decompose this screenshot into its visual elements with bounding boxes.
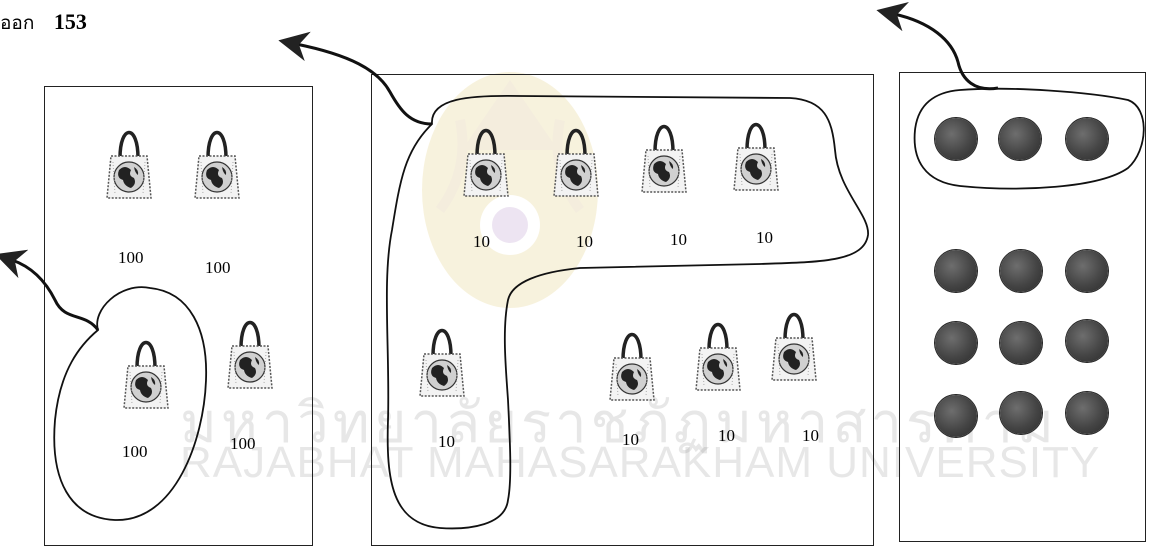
grouping-loop [915,89,1144,189]
curved-arrow-icon [12,260,98,330]
grouping-loop [54,287,206,520]
curved-arrow-icon [894,14,998,89]
grouping-loop [387,96,868,529]
curved-arrow-icon [296,44,432,124]
